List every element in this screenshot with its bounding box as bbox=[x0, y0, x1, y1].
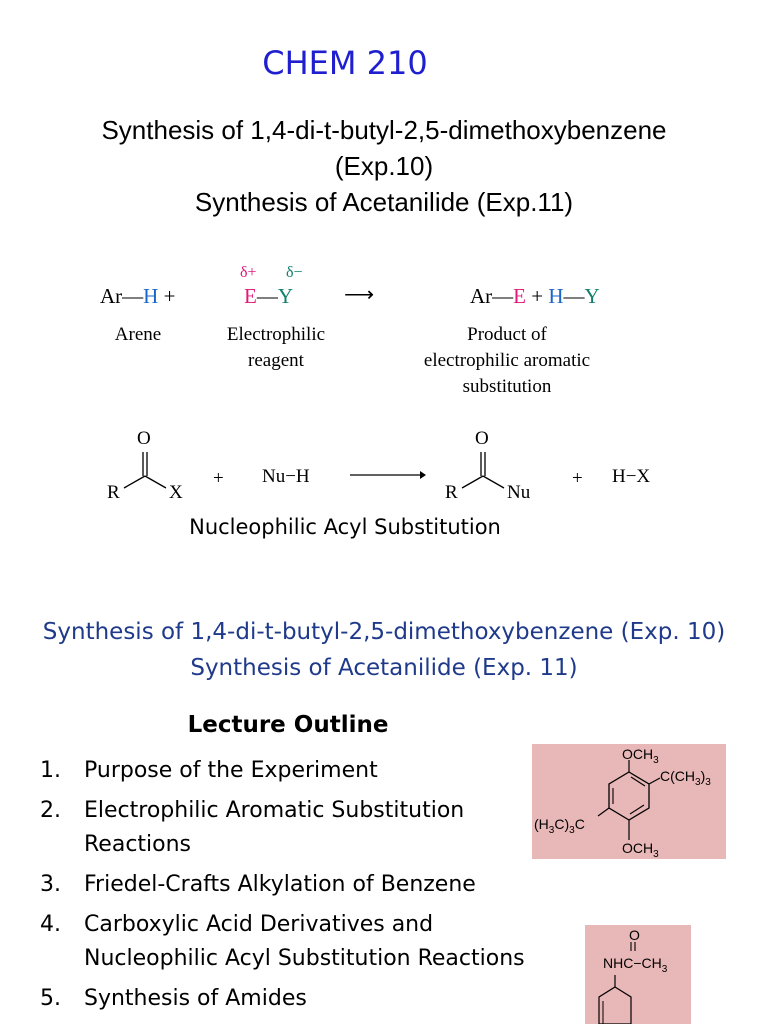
acyl-caption: Nucleophilic Acyl Substitution bbox=[189, 515, 501, 539]
outline-item: 1. Purpose of the Experiment bbox=[40, 758, 378, 783]
delta-plus-label: δ+ bbox=[240, 264, 257, 281]
outline-item: 2. Electrophilic Aromatic Substitution R… bbox=[40, 798, 465, 857]
bond: — bbox=[563, 284, 585, 308]
tbutyl-left-label: (H3C)3C bbox=[534, 816, 585, 836]
acyl-product-skeleton bbox=[461, 452, 505, 489]
carbonyl-oxygen-label: O bbox=[629, 927, 640, 943]
methoxy-bottom-label: OCH3 bbox=[622, 840, 659, 860]
reaction-arrow bbox=[350, 471, 426, 479]
outline-item: 3. Friedel-Crafts Alkylation of Benzene bbox=[40, 872, 476, 897]
aryl-group: Ar bbox=[470, 284, 493, 308]
eas-electrophile: E—Y bbox=[244, 284, 293, 309]
r-group-label: R bbox=[107, 482, 120, 503]
hx-label: H−X bbox=[612, 466, 651, 487]
acyl-scheme: O R X + Nu−H O R Nu + H−X bbox=[0, 424, 768, 514]
section-title-line-1: Synthesis of 1,4-di-t-butyl-2,5-dimethox… bbox=[42, 619, 726, 645]
leaving-atom: Y bbox=[277, 284, 293, 308]
outline-item: 5. Synthesis of Amides bbox=[40, 986, 307, 1011]
title-line-1: Synthesis of 1,4-di-t-butyl-2,5-dimethox… bbox=[101, 115, 667, 145]
leaving-group-label: X bbox=[169, 482, 183, 503]
product-label: Product of electrophilic aromatic substi… bbox=[423, 324, 591, 397]
electrophile-atom: E bbox=[513, 284, 526, 308]
benzene-ring-icon bbox=[597, 760, 661, 840]
dimethoxybenzene-structure: OCH3 C(CH3)3 (H3C)3C OCH3 bbox=[532, 744, 726, 860]
amide-formula-label: NHC−CH3 bbox=[603, 955, 668, 975]
outline-item: 4. Carboxylic Acid Derivatives and Nucle… bbox=[40, 912, 525, 971]
eas-products: Ar—E + H—Y bbox=[470, 284, 600, 309]
hydrogen-atom: H bbox=[548, 284, 564, 308]
bond: — bbox=[492, 284, 514, 308]
nucleophile-product-label: Nu bbox=[507, 482, 531, 503]
benzene-ring-icon bbox=[598, 942, 636, 1024]
arene-label: Arene bbox=[114, 324, 162, 345]
nucleophile-label: Nu−H bbox=[262, 466, 310, 487]
eas-scheme: δ+ δ− Ar—H + E—Y ⟶ Ar—E + H—Y Arene Elec… bbox=[0, 260, 768, 410]
tbutyl-right-label: C(CH3)3 bbox=[660, 768, 711, 788]
acyl-reactant-skeleton bbox=[123, 452, 167, 489]
delta-minus-label: δ− bbox=[286, 264, 303, 281]
hydrogen-atom: H bbox=[143, 284, 159, 308]
plus-sign: + bbox=[572, 468, 583, 489]
section-title-line-2: Synthesis of Acetanilide (Exp. 11) bbox=[190, 655, 578, 681]
title-line-2: (Exp.10) bbox=[334, 151, 434, 181]
methoxy-top-label: OCH3 bbox=[622, 746, 659, 766]
oxygen-label: O bbox=[475, 428, 489, 449]
leaving-atom: Y bbox=[584, 284, 600, 308]
outline-heading: Lecture Outline bbox=[187, 712, 389, 738]
outline-list: 1. Purpose of the Experiment 2. Electrop… bbox=[40, 754, 560, 1022]
bond: — bbox=[256, 284, 278, 308]
plus-sign: + bbox=[531, 284, 544, 308]
r-group-label: R bbox=[445, 482, 458, 503]
electrophile-atom: E bbox=[244, 284, 257, 308]
reagent-label: Electrophilic reagent bbox=[226, 324, 326, 371]
oxygen-label: O bbox=[137, 428, 151, 449]
course-title: CHEM 210 bbox=[262, 44, 428, 82]
section-title: Synthesis of 1,4-di-t-butyl-2,5-dimethox… bbox=[0, 614, 768, 686]
acetanilide-structure: O NHC−CH3 bbox=[585, 925, 691, 1024]
aryl-group: Ar bbox=[100, 284, 123, 308]
title-line-3: Synthesis of Acetanilide (Exp.11) bbox=[194, 187, 574, 217]
plus-sign: + bbox=[213, 468, 224, 489]
bond: — bbox=[122, 284, 144, 308]
page-title: Synthesis of 1,4-di-t-butyl-2,5-dimethox… bbox=[0, 112, 768, 220]
plus-sign: + bbox=[163, 284, 176, 308]
reaction-arrow: ⟶ bbox=[344, 282, 375, 306]
eas-reactants: Ar—H + bbox=[100, 284, 175, 309]
